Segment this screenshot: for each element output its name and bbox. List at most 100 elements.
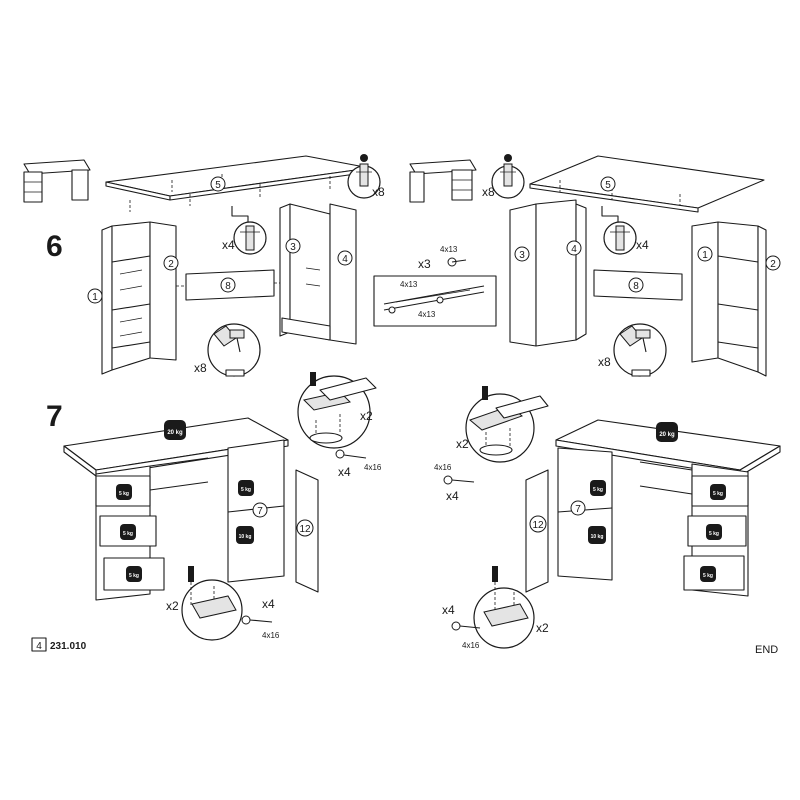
step-number-7: 7 [46,400,63,433]
qty-x4-base-screws-right: x4 [442,603,455,617]
svg-text:3: 3 [519,250,525,261]
svg-text:5: 5 [605,180,611,191]
drawer-slide-detail [373,275,497,327]
screw-icon-4x16-left [335,449,367,459]
hinge-detail-magnifier-left [297,372,377,449]
weight-icon-drawer-left-3: 5 kg [126,566,142,582]
screw-size-4x13-a: 4x13 [400,280,418,289]
svg-text:7: 7 [575,504,581,515]
weight-icon-shelf-upper-left: 5 kg [238,480,254,496]
svg-text:5 kg: 5 kg [593,487,603,493]
assembled-desk-right [525,419,781,597]
screw-size-4x16-c: 4x16 [434,463,452,472]
desktop-panel-right [529,155,765,213]
screw-size-4x13-c: 4x13 [440,245,458,254]
qty-x8-nails-right: x8 [598,355,611,369]
qty-x4-screws-right: x4 [636,238,649,252]
hinge-detail-magnifier-right [465,386,549,463]
qty-x2-bases-right: x2 [536,621,549,635]
screw-size-4x16-b: 4x16 [262,631,280,640]
hammer-detail-magnifier-right [613,323,667,377]
page-footer-code: 4 231.010 [31,637,87,652]
svg-text:10 kg: 10 kg [239,534,252,540]
svg-text:1: 1 [702,250,708,261]
qty-x2-bases-left: x2 [166,599,179,613]
svg-text:5 kg: 5 kg [241,487,251,493]
part-label-12-right: 12 [529,515,547,533]
cabinet-unit-right [509,199,587,347]
screw-detail-magnifier-left [231,206,267,255]
qty-x2-hinges-left: x2 [360,409,373,423]
part-label-2: 2 [163,255,179,271]
qty-x4-hinge-screws-left: x4 [338,465,351,479]
part-label-5-right: 5 [600,176,616,192]
part-label-8: 8 [220,277,236,293]
screw-icon-4x16-right [443,475,475,485]
weight-icon-shelf-lower-right: 10 kg [588,526,606,544]
cabinet-unit-left [279,203,357,345]
dowel-detail-magnifier-right [491,154,525,199]
weight-icon-drawer-right-1: 5 kg [710,484,726,500]
weight-icon-top-right: 20 kg [656,422,678,442]
svg-text:5 kg: 5 kg [709,531,719,537]
weight-icon-drawer-right-3: 5 kg [700,566,716,582]
part-label-2-right: 2 [765,255,781,271]
qty-x4-hinge-screws-right: x4 [446,489,459,503]
part-label-1: 1 [87,288,103,304]
svg-text:5 kg: 5 kg [119,491,129,497]
svg-text:1: 1 [92,292,98,303]
qty-x2-hinges-right: x2 [456,437,469,451]
svg-text:12: 12 [299,524,311,535]
screw-size-4x13-b: 4x13 [418,310,436,319]
dowel-detail-magnifier [347,154,381,199]
weight-icon-drawer-left-2: 5 kg [120,524,136,540]
desk-thumbnail-left [23,159,91,203]
weight-icon-top-left: 20 kg [164,420,186,440]
screw-icon-4x13 [447,257,467,267]
svg-text:4: 4 [342,254,348,265]
screw-icon-4x16-lower-right [451,621,481,631]
svg-text:8: 8 [633,281,639,292]
hammer-detail-magnifier-left [207,323,261,377]
part-label-3-right: 3 [514,246,530,262]
svg-text:2: 2 [168,259,174,270]
screw-size-4x16-d: 4x16 [462,641,480,650]
qty-x8-dowels-left: x8 [372,185,385,199]
svg-text:12: 12 [532,520,544,531]
weight-icon-shelf-lower-left: 10 kg [236,526,254,544]
weight-icon-drawer-right-2: 5 kg [706,524,722,540]
svg-text:20 kg: 20 kg [167,430,183,436]
part-label-1-right: 1 [697,246,713,262]
end-label: END [755,644,778,656]
qty-x8-nails-left: x8 [194,361,207,375]
qty-x8-dowels-right: x8 [482,185,495,199]
qty-x4-base-screws-left: x4 [262,597,275,611]
part-label-7: 7 [252,502,268,518]
weight-icon-drawer-left-1: 5 kg [116,484,132,500]
hinge-base-magnifier-left [181,566,243,641]
screw-icon-4x16-lower-left [241,615,273,625]
screw-detail-magnifier-right [601,206,637,255]
part-label-12: 12 [296,519,314,537]
product-code: 231.010 [50,641,87,652]
screw-size-4x16-a: 4x16 [364,463,382,472]
svg-text:5: 5 [215,180,221,191]
part-label-7-right: 7 [570,500,586,516]
svg-text:5 kg: 5 kg [703,573,713,579]
part-label-4-right: 4 [566,240,582,256]
svg-text:10 kg: 10 kg [591,534,604,540]
qty-x3-screws: x3 [418,257,431,271]
svg-text:5 kg: 5 kg [123,531,133,537]
desk-thumbnail-right [409,159,477,203]
hinge-base-magnifier-right [473,566,535,649]
svg-text:2: 2 [770,259,776,270]
part-label-5: 5 [210,176,226,192]
svg-text:8: 8 [225,281,231,292]
part-label-4: 4 [337,250,353,266]
qty-x4-screws-left: x4 [222,238,235,252]
svg-text:20 kg: 20 kg [659,432,675,438]
part-label-3: 3 [285,238,301,254]
svg-text:5 kg: 5 kg [713,491,723,497]
svg-text:7: 7 [257,506,263,517]
step-number-6: 6 [46,230,63,263]
